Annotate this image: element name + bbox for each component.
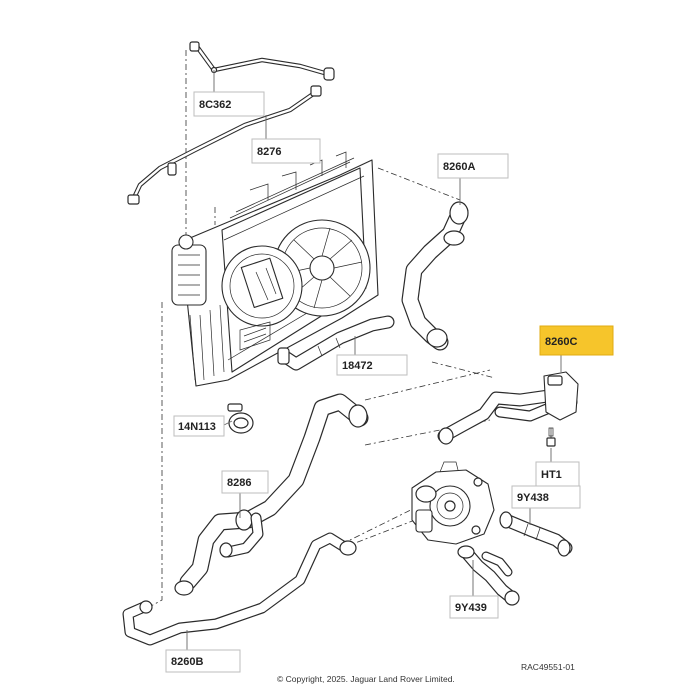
hose-18472	[277, 315, 395, 371]
part-label-8286: 8286	[221, 470, 269, 494]
part-label-14n113-text: 14N113	[178, 421, 216, 433]
part-label-8c362: 8C362	[193, 91, 265, 117]
part-label-ht1: HT1	[535, 461, 580, 487]
leader-lines	[186, 70, 562, 650]
clamp-14n113	[227, 403, 254, 434]
part-label-8276: 8276	[251, 138, 321, 164]
part-label-9y439-text: 9Y439	[455, 602, 487, 614]
hose-8286	[174, 393, 369, 596]
part-label-9y438: 9Y438	[511, 485, 581, 509]
hose-8260b	[122, 532, 357, 646]
part-label-8260c: 8260C	[539, 325, 614, 356]
hose-9y439	[457, 545, 520, 606]
part-label-8260a-text: 8260A	[443, 161, 475, 173]
part-label-8286-text: 8286	[227, 477, 251, 489]
part-label-ht1-text: HT1	[541, 469, 562, 481]
part-label-8c362-text: 8C362	[199, 99, 231, 111]
vent-pipe-8c362	[189, 41, 335, 81]
reference-number: RAC49551-01	[521, 662, 575, 672]
part-label-18472-text: 18472	[342, 360, 373, 372]
hose-8260c	[437, 371, 579, 445]
part-label-8276-text: 8276	[257, 146, 281, 158]
vent-pipe-8276	[127, 85, 322, 205]
part-label-8260c-text: 8260C	[545, 336, 577, 348]
part-label-14n113: 14N113	[173, 415, 225, 437]
part-label-8260a: 8260A	[437, 153, 509, 179]
hose-8260a	[401, 201, 469, 351]
part-label-8260b: 8260B	[165, 649, 241, 673]
part-label-18472: 18472	[336, 354, 408, 376]
part-label-8260b-text: 8260B	[171, 656, 203, 668]
radiator-fan-assembly	[171, 151, 379, 387]
bleed-screw-ht1	[546, 427, 556, 447]
copyright-text: © Copyright, 2025. Jaguar Land Rover Lim…	[277, 674, 455, 684]
thermostat-housing	[411, 461, 495, 545]
pipe-9y438	[499, 511, 573, 557]
part-label-9y439: 9Y439	[449, 595, 499, 619]
part-label-9y438-text: 9Y438	[517, 492, 549, 504]
